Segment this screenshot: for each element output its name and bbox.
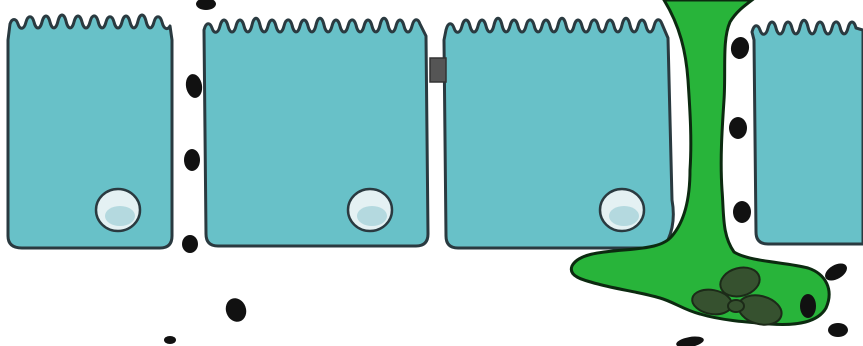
black-granule-icon — [828, 323, 848, 337]
black-granule-icon — [164, 336, 176, 344]
oval-nucleus-icon — [348, 189, 392, 231]
black-granule-icon — [182, 235, 198, 253]
epithelial-cell-4 — [752, 20, 863, 244]
epithelial-cell-1 — [8, 15, 172, 248]
oval-nucleus-icon — [600, 189, 644, 231]
black-granule-icon — [800, 294, 816, 318]
black-granule-icon — [729, 117, 747, 139]
tight-junction-icon — [430, 58, 446, 82]
black-granule-icon — [733, 201, 751, 223]
black-granule-icon — [184, 149, 200, 171]
epithelial-cell-2 — [204, 18, 428, 246]
oval-nucleus-icon — [96, 189, 140, 231]
